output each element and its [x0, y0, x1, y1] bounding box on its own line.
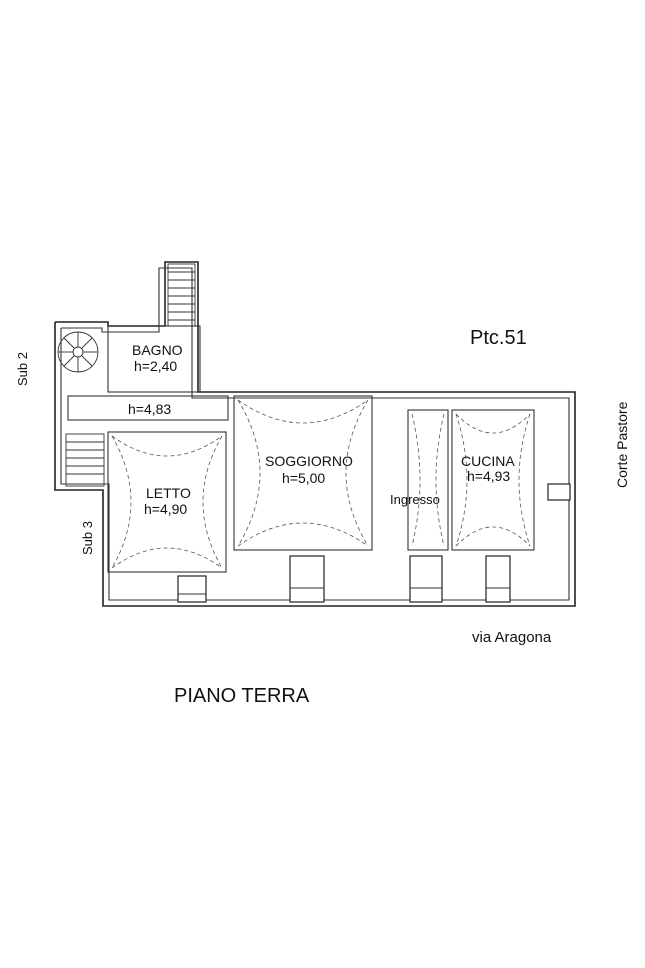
room-soggiorno [233, 395, 373, 551]
soggiorno-name: SOGGIORNO [265, 453, 353, 469]
floor-title: PIANO TERRA [174, 685, 310, 707]
street-south-label: via Aragona [472, 629, 552, 646]
cucina-height: h=4,93 [467, 468, 510, 484]
street-east-label: Corte Pastore [614, 401, 630, 488]
spiral-staircase [57, 331, 99, 373]
soggiorno-height: h=5,00 [282, 470, 325, 486]
ingresso-name: Ingresso [390, 492, 440, 507]
side-steps [65, 433, 105, 487]
room-bagno [107, 325, 201, 393]
bagno-name: BAGNO [132, 342, 183, 358]
letto-name: LETTO [146, 485, 191, 501]
south-windows [177, 555, 511, 603]
building-outline [54, 261, 576, 607]
staircase-top [167, 263, 196, 327]
neighbour-sub2-label: Sub 2 [15, 352, 30, 386]
room-corridor [67, 395, 229, 421]
cucina-name: CUCINA [461, 453, 515, 469]
room-letto [107, 431, 227, 573]
letto-height: h=4,90 [144, 501, 187, 517]
room-ingresso [407, 409, 449, 551]
neighbour-sub3-label: Sub 3 [80, 521, 95, 555]
parcel-label: Ptc.51 [470, 327, 527, 349]
corridor-height: h=4,83 [128, 401, 171, 417]
bagno-height: h=2,40 [134, 358, 177, 374]
room-cucina [451, 409, 571, 551]
